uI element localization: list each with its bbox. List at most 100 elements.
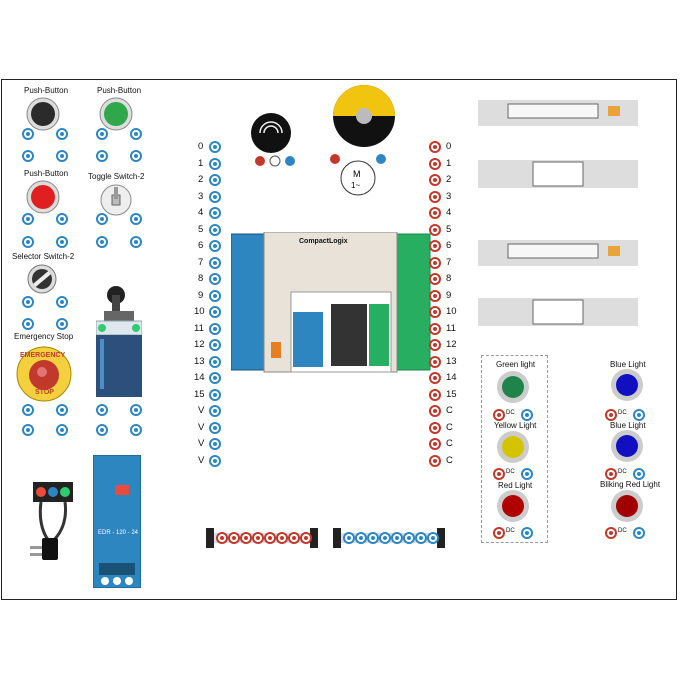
left-terminal[interactable]	[209, 289, 221, 302]
right-terminal[interactable]	[429, 190, 441, 203]
bar-terminal[interactable]	[355, 532, 367, 544]
light-terminal-minus[interactable]	[521, 527, 533, 539]
left-terminal[interactable]	[209, 438, 221, 450]
left-terminal[interactable]	[209, 190, 221, 203]
light-terminal-plus[interactable]	[493, 409, 505, 421]
switch-terminal[interactable]	[22, 404, 34, 416]
left-terminal[interactable]	[209, 322, 221, 335]
switch-terminal[interactable]	[22, 213, 34, 225]
right-terminal[interactable]	[429, 438, 441, 450]
right-terminal[interactable]	[429, 355, 441, 368]
light-terminal-plus[interactable]	[605, 409, 617, 421]
left-terminal[interactable]	[209, 306, 221, 318]
right-terminal[interactable]	[429, 306, 441, 318]
switch-terminal[interactable]	[130, 150, 142, 162]
bar-terminal[interactable]	[367, 532, 379, 544]
toggle-switch[interactable]	[99, 183, 133, 217]
light-terminal-minus[interactable]	[633, 468, 645, 480]
black-push-button[interactable]	[26, 97, 60, 131]
switch-terminal[interactable]	[56, 236, 68, 248]
left-terminal[interactable]	[209, 256, 221, 269]
switch-terminal[interactable]	[22, 296, 34, 308]
left-terminal[interactable]	[209, 454, 221, 467]
bar-terminal[interactable]	[403, 532, 415, 544]
switch-terminal[interactable]	[96, 150, 108, 162]
light-terminal-minus[interactable]	[521, 468, 533, 480]
left-terminal[interactable]	[209, 355, 221, 368]
switch-terminal[interactable]	[22, 236, 34, 248]
bar-terminal[interactable]	[252, 532, 264, 544]
left-terminal[interactable]	[209, 405, 221, 417]
left-terminal[interactable]	[209, 207, 221, 219]
switch-terminal[interactable]	[56, 128, 68, 140]
switch-terminal[interactable]	[130, 424, 142, 436]
switch-terminal[interactable]	[22, 128, 34, 140]
switch-terminal[interactable]	[130, 236, 142, 248]
right-terminal[interactable]	[429, 141, 441, 153]
left-terminal[interactable]	[209, 157, 221, 170]
switch-terminal[interactable]	[56, 296, 68, 308]
bar-terminal[interactable]	[391, 532, 403, 544]
bar-terminal[interactable]	[415, 532, 427, 544]
switch-terminal[interactable]	[130, 213, 142, 225]
switch-terminal[interactable]	[22, 424, 34, 436]
plc-controller[interactable]	[231, 232, 431, 382]
switch-terminal[interactable]	[96, 424, 108, 436]
right-terminal[interactable]	[429, 273, 441, 285]
switch-terminal[interactable]	[56, 150, 68, 162]
switch-terminal[interactable]	[56, 404, 68, 416]
right-terminal[interactable]	[429, 256, 441, 269]
right-terminal[interactable]	[429, 289, 441, 302]
green-push-button[interactable]	[99, 97, 133, 131]
left-terminal[interactable]	[209, 372, 221, 384]
switch-terminal[interactable]	[96, 213, 108, 225]
bar-terminal[interactable]	[264, 532, 276, 544]
light-terminal-plus[interactable]	[605, 527, 617, 539]
limit-switch[interactable]	[96, 285, 142, 400]
selector-switch[interactable]	[26, 263, 58, 295]
right-terminal[interactable]	[429, 372, 441, 384]
bar-terminal[interactable]	[343, 532, 355, 544]
left-terminal[interactable]	[209, 240, 221, 252]
switch-terminal[interactable]	[56, 424, 68, 436]
red-push-button[interactable]	[26, 180, 60, 214]
left-terminal[interactable]	[209, 223, 221, 236]
light-terminal-minus[interactable]	[633, 527, 645, 539]
bar-terminal[interactable]	[379, 532, 391, 544]
right-terminal[interactable]	[429, 405, 441, 417]
right-terminal[interactable]	[429, 223, 441, 236]
switch-terminal[interactable]	[96, 404, 108, 416]
switch-terminal[interactable]	[130, 128, 142, 140]
switch-terminal[interactable]	[96, 236, 108, 248]
switch-terminal[interactable]	[56, 318, 68, 330]
left-terminal[interactable]	[209, 421, 221, 434]
right-terminal[interactable]	[429, 157, 441, 170]
right-terminal[interactable]	[429, 339, 441, 351]
switch-terminal[interactable]	[56, 213, 68, 225]
left-terminal[interactable]	[209, 273, 221, 285]
switch-terminal[interactable]	[22, 318, 34, 330]
switch-terminal[interactable]	[22, 150, 34, 162]
emergency-stop-button[interactable]	[16, 346, 72, 402]
bar-terminal[interactable]	[216, 532, 228, 544]
left-terminal[interactable]	[209, 388, 221, 401]
left-terminal[interactable]	[209, 141, 221, 153]
light-terminal-plus[interactable]	[493, 468, 505, 480]
bar-terminal[interactable]	[240, 532, 252, 544]
bar-terminal[interactable]	[276, 532, 288, 544]
switch-terminal[interactable]	[96, 128, 108, 140]
right-terminal[interactable]	[429, 421, 441, 434]
bar-terminal[interactable]	[427, 532, 439, 544]
bar-terminal[interactable]	[300, 532, 312, 544]
light-terminal-minus[interactable]	[521, 409, 533, 421]
right-terminal[interactable]	[429, 207, 441, 219]
light-terminal-plus[interactable]	[493, 527, 505, 539]
switch-terminal[interactable]	[130, 404, 142, 416]
right-terminal[interactable]	[429, 240, 441, 252]
left-terminal[interactable]	[209, 339, 221, 351]
light-terminal-plus[interactable]	[605, 468, 617, 480]
left-terminal[interactable]	[209, 174, 221, 186]
light-terminal-minus[interactable]	[633, 409, 645, 421]
bar-terminal[interactable]	[228, 532, 240, 544]
right-terminal[interactable]	[429, 322, 441, 335]
